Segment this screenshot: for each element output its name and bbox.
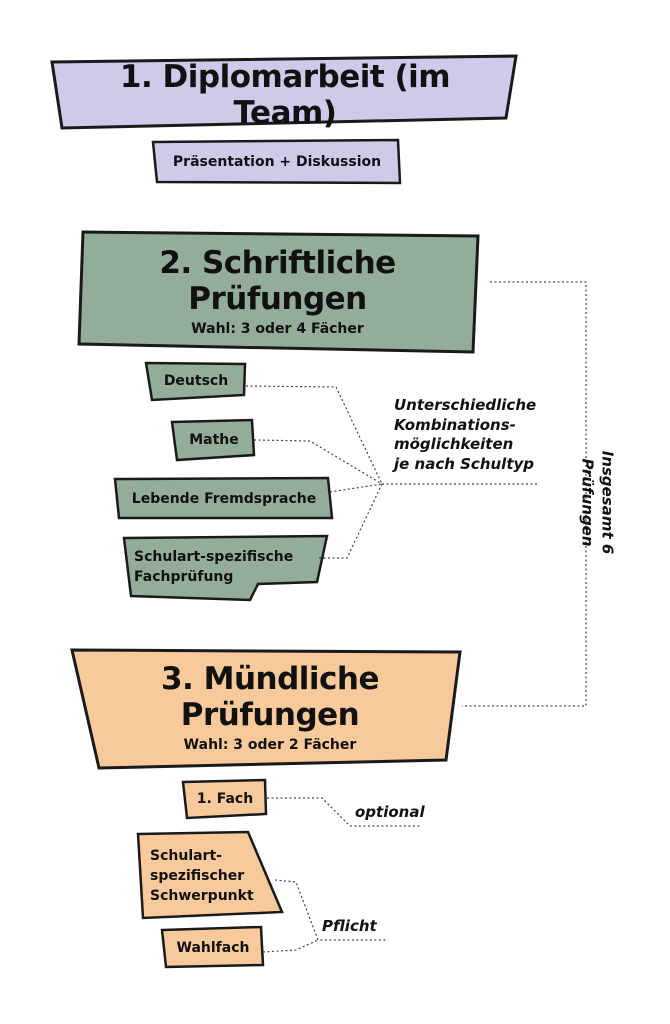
fach1-box: [181, 778, 268, 820]
mathe-box: [170, 418, 256, 462]
section2-title: 2. Schriftliche Prüfungen: [159, 245, 396, 317]
section2-title-box: [77, 230, 480, 354]
item-fremdsprache: Lebende Fremdsprache: [131, 490, 317, 507]
deutsch-box: [144, 361, 247, 402]
item-wahlfach: Wahlfach: [176, 939, 250, 956]
section1-tag-box: [151, 138, 402, 185]
section3-subtitle: Wahl: 3 oder 2 Fächer: [183, 737, 357, 753]
section3-title: 3. Mündliche Prüfungen: [160, 661, 380, 733]
section2-note-line: Unterschiedliche: [394, 396, 537, 414]
section2-connectors: [245, 385, 538, 559]
section2-header: 2. Schriftliche Prüfungen Wahl: 3 oder 4…: [85, 245, 470, 337]
fremdsprache-box: [113, 476, 334, 520]
section2-note-line: Kombinations-: [394, 415, 516, 434]
item-fach1: 1. Fach: [196, 791, 254, 807]
total-bracket: [462, 281, 587, 707]
section1-title: 1. Diplomarbeit (im Team): [119, 59, 451, 131]
item-mathe: Mathe: [189, 432, 239, 448]
section3-header: 3. Mündliche Prüfungen Wahl: 3 oder 2 Fä…: [90, 661, 450, 753]
note-pflicht: Pflicht: [322, 917, 377, 935]
note-optional: optional: [355, 803, 425, 821]
section1-tag: Präsentation + Diskussion: [172, 154, 382, 170]
section2-note-line: je nach Schultyp: [394, 454, 535, 473]
schwerpunkt-box: [136, 830, 284, 920]
section2-note-line: möglichkeiten: [394, 435, 514, 453]
fachpruefung-box: [122, 534, 329, 602]
wahlfach-box: [160, 925, 265, 969]
item-schwerpunkt: Schulart-spezifischer Schwerpunkt: [150, 847, 254, 905]
section2-subtitle: Wahl: 3 oder 4 Fächer: [191, 321, 364, 337]
section1-title-box: [50, 54, 518, 130]
item-fachpruefung: Schulart-spezifische Fachprüfung: [134, 548, 294, 585]
section3-connectors: [262, 797, 420, 953]
total-note: Insgesamt 6 Prüfungen: [579, 450, 617, 555]
section2-note: Unterschiedliche Kombinations- möglichke…: [394, 396, 554, 474]
section3-title-box: [70, 648, 462, 770]
item-deutsch: Deutsch: [163, 373, 229, 389]
